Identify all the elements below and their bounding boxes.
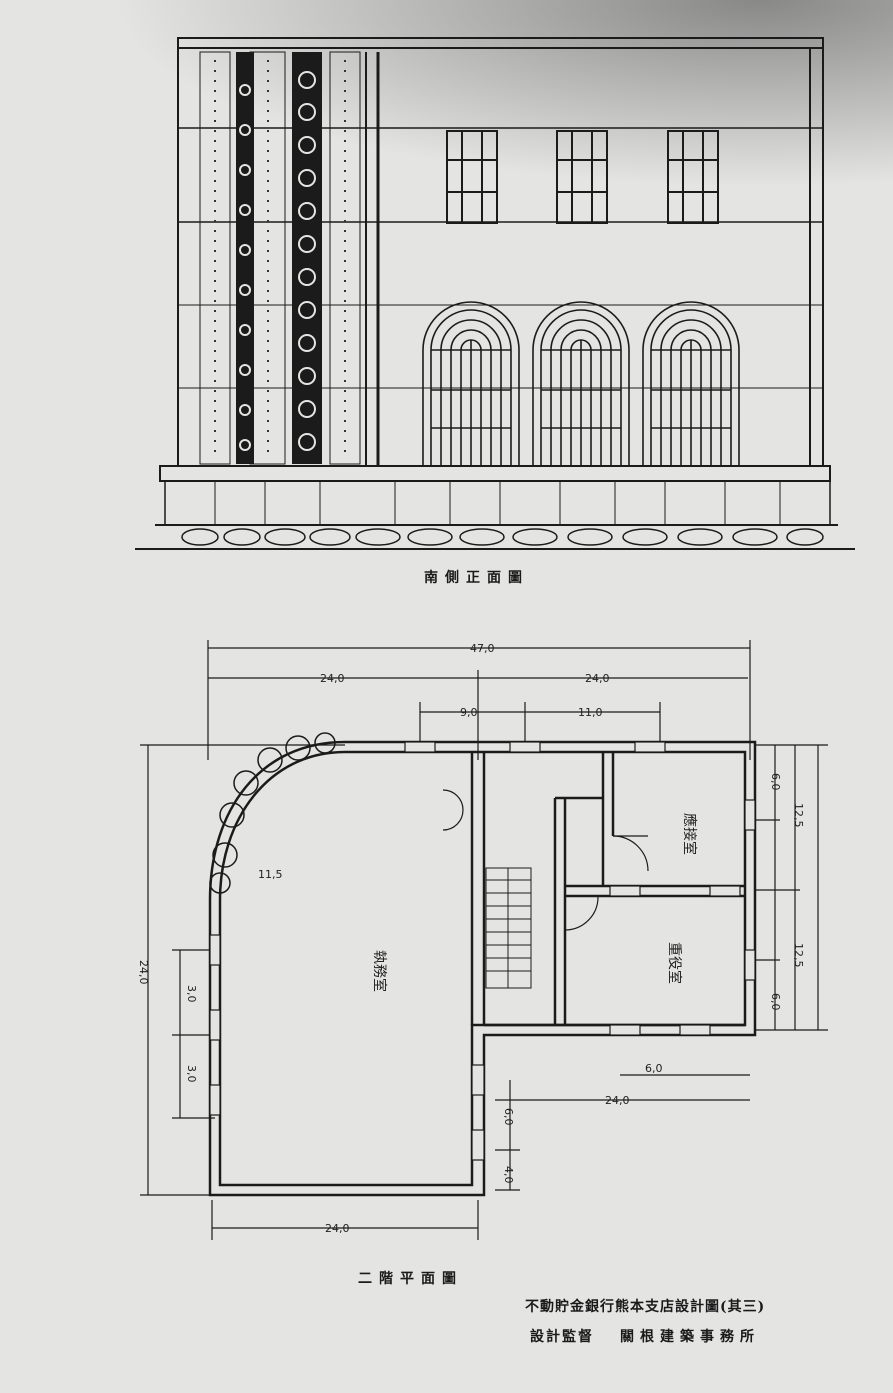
dim-overall-width: 47,0: [470, 642, 495, 655]
door-swings: [442, 789, 649, 931]
plan-caption: 二階平面圖: [358, 1271, 463, 1287]
upper-windows: [446, 130, 719, 224]
south-elevation-drawing: [135, 37, 855, 550]
supervision-label: 設計監督: [530, 1329, 594, 1345]
arched-windows: [422, 301, 740, 466]
room-lower-right: 重役室: [666, 942, 683, 984]
dim-seg-6-bottom: 6,0: [769, 993, 782, 1011]
dim-lower-vert-b: 4,0: [502, 1166, 515, 1184]
elevation-caption: 南側正面圖: [424, 570, 529, 586]
dim-side-b: 3,0: [185, 1065, 198, 1083]
dim-lower-right-wide: 24,0: [605, 1094, 630, 1107]
dim-right-half: 24,0: [585, 672, 610, 685]
wall-windows: [209, 741, 756, 1161]
dim-seg-6-top: 6,0: [769, 773, 782, 791]
plan-outer-wall: [208, 740, 757, 1197]
dim-inner-width: 11,5: [258, 868, 283, 881]
drawing-title: 不動貯金銀行熊本支店設計圖(其三): [525, 1299, 766, 1315]
architect-office: 關根建築事務所: [620, 1329, 760, 1345]
dim-span-a: 9,0: [460, 706, 478, 719]
ornament-column-right: [298, 71, 316, 451]
ornament-column-left: [239, 84, 251, 451]
bay-window-circles: [209, 732, 336, 894]
dim-span-b: 11,0: [578, 706, 603, 719]
dim-left-half: 24,0: [320, 672, 345, 685]
dim-height-right-bottom: 12,5: [792, 943, 805, 968]
room-upper-right: 應接室: [681, 813, 698, 855]
dim-height-left: 24,0: [137, 960, 150, 985]
dim-height-right-top: 12,5: [792, 803, 805, 828]
dim-side-a: 3,0: [185, 985, 198, 1003]
dim-lower-vert-a: 6,0: [502, 1108, 515, 1126]
dim-lower-right-small: 6,0: [645, 1062, 663, 1075]
room-main-hall: 執務室: [371, 950, 388, 992]
stairs: [485, 867, 532, 989]
dim-bottom-width: 24,0: [325, 1222, 350, 1235]
